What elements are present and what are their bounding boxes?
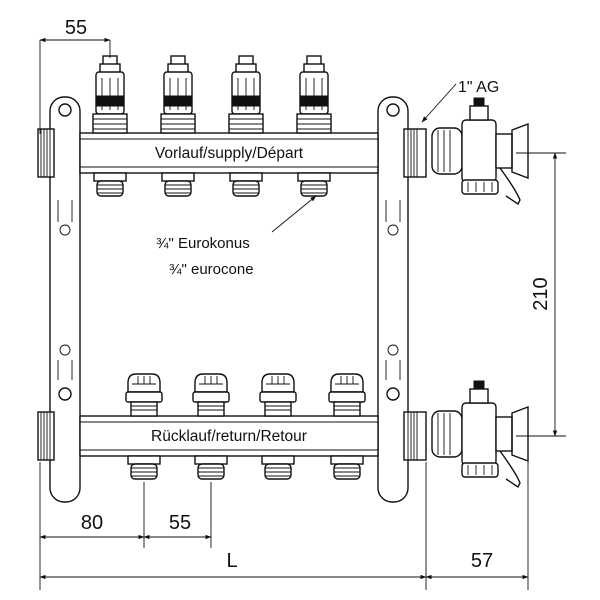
- flow-meter-4: [296, 55, 332, 134]
- connection-callout: 1" AG: [421, 79, 499, 123]
- eurocone-label-de: ¾" Eurokonus: [156, 235, 250, 252]
- supply-outlet-1: [93, 172, 127, 197]
- right-mounting-bracket: [377, 96, 409, 503]
- return-outlet-1: [127, 455, 161, 480]
- supply-ball-valve: [431, 97, 529, 206]
- supply-outlet-4: [297, 172, 331, 197]
- dimension-top-width-value: 55: [65, 17, 87, 39]
- dimension-total-length: L: [39, 462, 427, 590]
- supply-bar: [37, 128, 427, 178]
- dimension-left-offset-value: 80: [81, 512, 103, 534]
- return-outlet-3: [261, 455, 295, 480]
- eurocone-leader-line: [271, 195, 317, 233]
- dimension-outlet-spacing-value: 55: [169, 512, 191, 534]
- dimension-height: 210: [516, 152, 566, 437]
- return-ball-valve: [431, 380, 529, 489]
- dimension-total-length-value: L: [226, 550, 237, 572]
- return-valve-cap-4: [328, 373, 366, 417]
- return-outlet-4: [330, 455, 364, 480]
- return-valve-cap-3: [259, 373, 297, 417]
- connection-label: 1" AG: [458, 79, 499, 96]
- supply-outlet-2: [161, 172, 195, 197]
- left-mounting-bracket: [49, 96, 81, 503]
- dimension-outlet-spacing: 55: [143, 482, 212, 548]
- dimension-height-value: 210: [530, 277, 552, 310]
- return-bar: [37, 411, 427, 461]
- flow-meter-2: [160, 55, 196, 134]
- return-valve-cap-2: [192, 373, 230, 417]
- flow-meter-3: [228, 55, 264, 134]
- flow-meter-1: [92, 55, 128, 134]
- dimension-valve-depth-value: 57: [471, 550, 493, 572]
- supply-bar-label: Vorlauf/supply/Départ: [155, 145, 304, 162]
- eurocone-label-en: ¾" eurocone: [169, 261, 254, 278]
- return-bar-label: Rücklauf/return/Retour: [151, 428, 307, 445]
- return-outlet-2: [194, 455, 228, 480]
- dimension-valve-depth: 57: [425, 462, 529, 590]
- supply-outlet-3: [229, 172, 263, 197]
- dimension-top-width: 55: [39, 17, 111, 134]
- return-valve-cap-1: [125, 373, 163, 417]
- dimension-left-offset: 80: [39, 462, 145, 590]
